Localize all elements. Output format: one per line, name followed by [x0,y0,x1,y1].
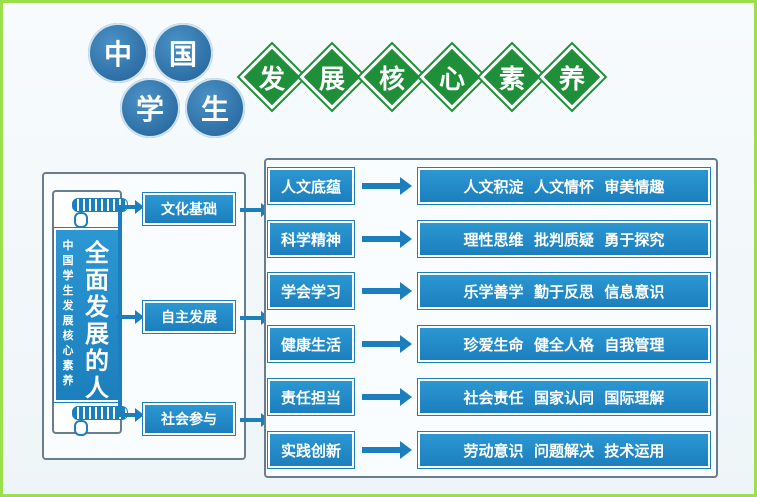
connector-arrow [118,200,144,214]
connector-arrow [116,310,144,324]
aspect-social-participation: 社会参与 [142,402,236,436]
competency-responsibility: 责任担当 [267,378,355,416]
aspect-arrow [240,311,270,325]
subtitle-diamond: 发 [239,44,305,110]
aspect-arrow [240,203,270,217]
points-health: 珍爱生命 健全人格 自我管理 [417,325,711,363]
row-arrow [362,441,412,459]
core-subtitle: 中国学生发展核心素养 [62,239,74,387]
scroll-curl [74,420,88,436]
row-arrow [362,388,412,406]
title-circle-sheng: 生 [185,78,245,138]
row-arrow [362,177,412,195]
connector-line [118,205,122,415]
scroll-curl [74,212,88,228]
points-science: 理性思维 批判质疑 勇于探究 [417,220,711,258]
row-arrow [362,335,412,353]
subtitle-diamond: 养 [539,44,605,110]
row-arrow [362,230,412,248]
right-scroll-frame [264,158,718,478]
aspect-arrow [240,413,270,427]
subtitle-diamond: 展 [299,44,365,110]
title-circle-zhong: 中 [88,23,148,83]
competency-health: 健康生活 [267,325,355,363]
row-arrow [362,282,412,300]
competency-science: 科学精神 [267,220,355,258]
title-char: 生 [200,93,229,126]
competency-innovation: 实践创新 [267,431,355,469]
points-innovation: 劳动意识 问题解决 技术运用 [417,431,711,469]
title-char: 中 [103,38,132,71]
competency-humanities: 人文底蕴 [267,167,355,205]
title-char: 国 [168,38,197,71]
connector-arrow [118,408,144,422]
points-learning: 乐学善学 勤于反思 信息意识 [417,272,711,310]
aspect-self-development: 自主发展 [142,300,236,334]
subtitle-diamond: 素 [479,44,545,110]
subtitle-diamond: 心 [419,44,485,110]
title-circle-guo: 国 [153,23,213,83]
title-circle-xue: 学 [120,78,180,138]
points-humanities: 人文积淀 人文情怀 审美情趣 [417,167,711,205]
core-block: 中国学生发展核心素养 全面发展的人 [53,227,121,403]
subtitle-diamond: 核 [359,44,425,110]
competency-learning: 学会学习 [267,272,355,310]
core-title: 全面发展的人 [85,239,109,402]
title-char: 学 [135,93,164,126]
aspect-culture: 文化基础 [142,192,236,226]
points-responsibility: 社会责任 国家认同 国际理解 [417,378,711,416]
